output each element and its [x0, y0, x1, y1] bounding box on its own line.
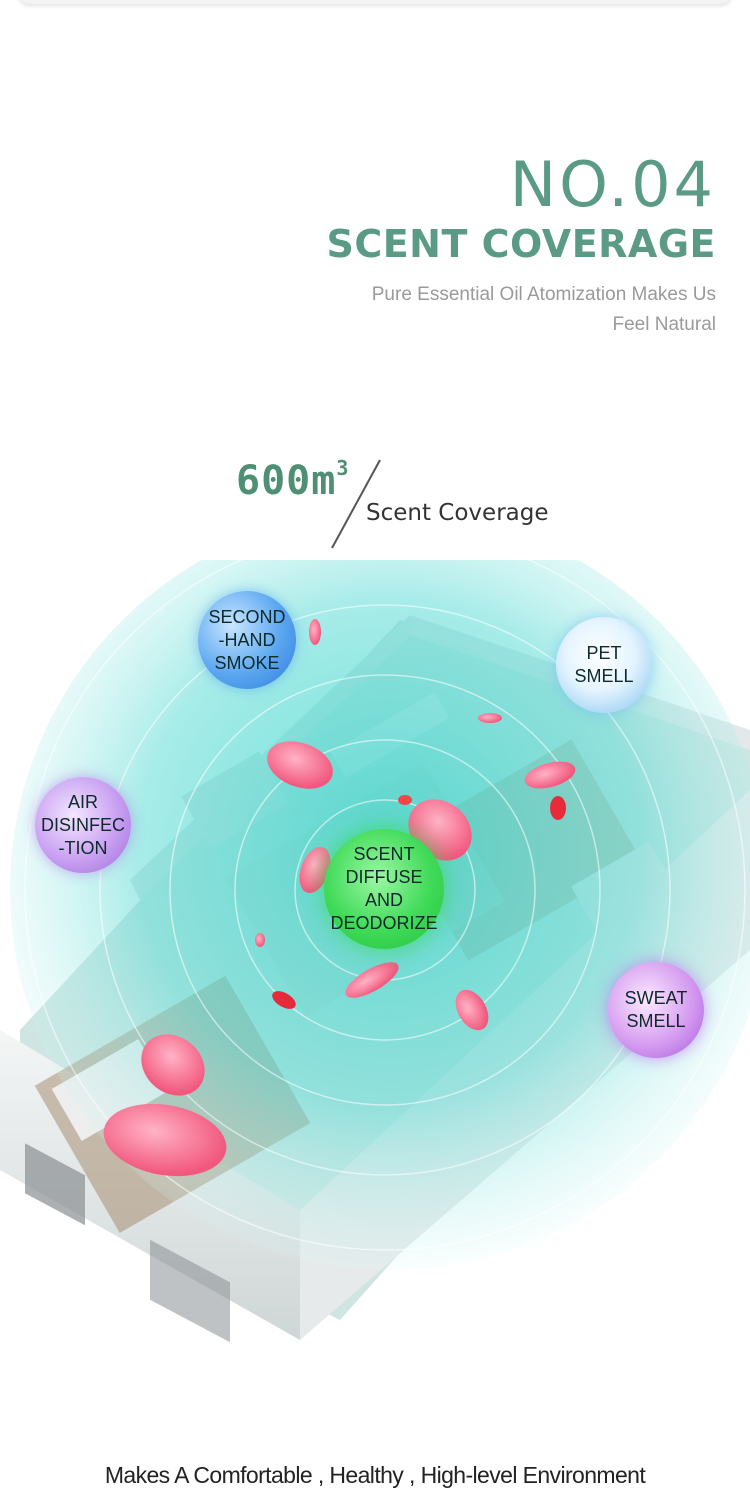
second-hand-smoke-bubble: SECOND -HAND SMOKE	[198, 591, 296, 689]
air-disinfection-bubble: AIR DISINFEC -TION	[35, 777, 131, 873]
bubble-line: AND	[364, 890, 403, 910]
bubble-line: PET	[586, 643, 622, 663]
top-card-edge	[18, 0, 732, 4]
sweat-smell-bubble: SWEAT SMELL	[608, 962, 704, 1058]
bubble-line: SECOND	[208, 606, 286, 627]
diffusion-rings	[24, 560, 746, 1251]
coverage-label: Scent Coverage	[366, 500, 549, 526]
section-number: NO.04	[509, 148, 716, 221]
bubble-line: SMELL	[626, 1011, 686, 1031]
section-subtitle: Pure Essential Oil Atomization Makes Us …	[296, 280, 716, 340]
window	[150, 1239, 230, 1343]
coverage-value: 600m3	[236, 456, 350, 504]
bubble-line: DEODORIZE	[330, 913, 438, 933]
pet-smell-bubble: PET SMELL	[556, 617, 652, 713]
bubble-line: -TION	[58, 837, 108, 858]
section-title: SCENT COVERAGE	[326, 222, 716, 266]
scent-diffuse-bubble: SCENT DIFFUSE AND DEODORIZE	[324, 829, 444, 949]
window	[25, 1143, 85, 1226]
footer-tagline: Makes A Comfortable , Healthy , High-lev…	[104, 1462, 646, 1488]
divider-slash	[331, 459, 381, 549]
bubble-line: SWEAT	[624, 988, 688, 1008]
bubble-line: SMELL	[574, 666, 634, 686]
bubble-line: -HAND	[218, 629, 276, 650]
bubble-line: SMOKE	[214, 652, 280, 673]
bubble-line: SCENT	[353, 844, 415, 864]
subtitle-line: Pure Essential Oil Atomization Makes Us	[371, 284, 716, 305]
coverage-unit: 3	[336, 456, 350, 480]
apartment-illustration	[0, 560, 750, 1343]
subtitle-line: Feel Natural	[612, 314, 717, 335]
bubble-line: DIFFUSE	[345, 867, 423, 887]
coverage-number: 600m	[236, 458, 337, 504]
bubble-line: DISINFEC	[40, 814, 125, 835]
bubble-line: AIR	[67, 791, 98, 812]
